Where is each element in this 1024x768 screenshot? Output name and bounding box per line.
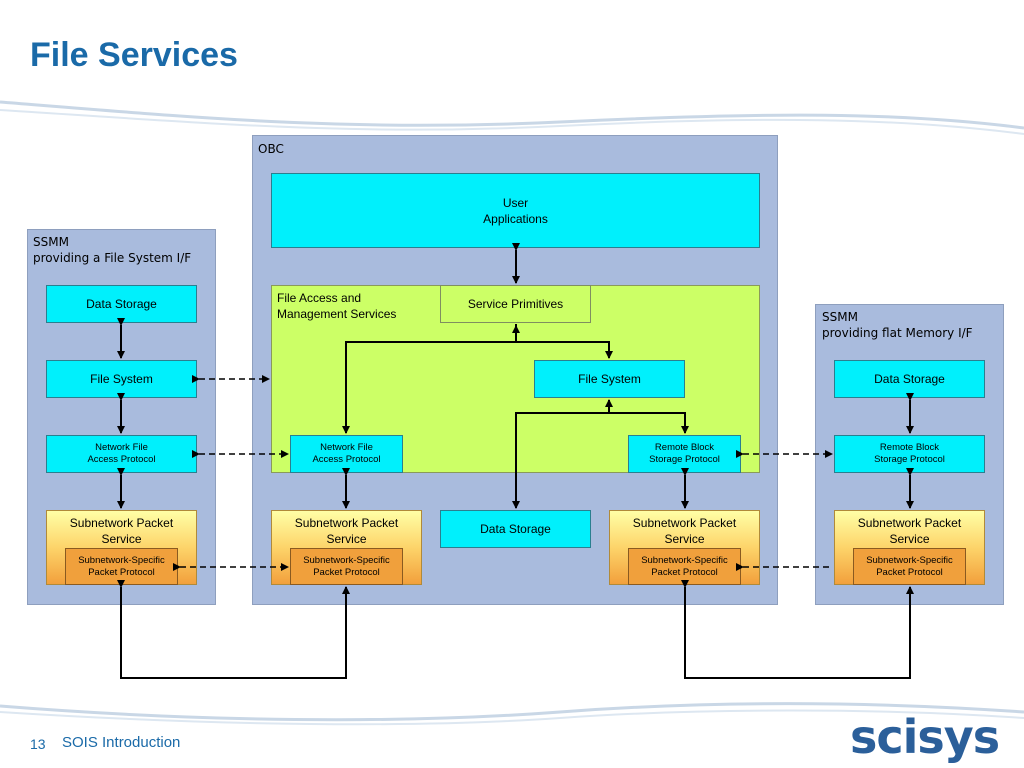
left-subnet-packet-service: Subnetwork Packet Service: [46, 510, 197, 585]
obc-subnet-label-2: Subnetwork Packet Service: [632, 516, 737, 546]
left-ssmm-label: SSMM providing a File System I/F: [33, 235, 192, 265]
right-subnet-label: Subnetwork Packet Service: [857, 516, 962, 546]
obc-subnet-specific-2: Subnetwork-Specific Packet Protocol: [628, 548, 741, 585]
primitives-to-network-file: [342, 324, 517, 434]
obc-network-file-box: Network File Access Protocol: [290, 435, 403, 473]
scisys-logo: scisys: [850, 710, 1000, 764]
obc-subnet-specific-1: Subnetwork-Specific Packet Protocol: [290, 548, 403, 585]
left-network-file-box: Network File Access Protocol: [46, 435, 197, 473]
right-physical-link: [681, 580, 914, 679]
left-subnet-specific: Subnetwork-Specific Packet Protocol: [65, 548, 178, 585]
page-number: 13: [30, 736, 46, 752]
file-access-management-label: File Access and Management Services: [277, 291, 397, 321]
right-remote-block-box: Remote Block Storage Protocol: [834, 435, 985, 473]
right-data-storage-box: Data Storage: [834, 360, 985, 398]
service-primitives-box: Service Primitives: [440, 285, 591, 323]
obc-file-system-box: File System: [534, 360, 685, 398]
left-file-system-box: File System: [46, 360, 197, 398]
fs-to-data-storage: [512, 412, 609, 509]
obc-data-storage-box: Data Storage: [440, 510, 591, 548]
right-ssmm-label: SSMM providing flat Memory I/F: [822, 310, 973, 340]
left-subnet-label: Subnetwork Packet Service: [69, 516, 174, 546]
slide-title: File Services: [30, 36, 238, 74]
primitives-to-file-system: [516, 341, 613, 359]
obc-label: OBC: [258, 142, 284, 156]
user-applications-box: User Applications: [271, 173, 760, 248]
left-data-storage-box: Data Storage: [46, 285, 197, 323]
right-subnet-specific: Subnetwork-Specific Packet Protocol: [853, 548, 966, 585]
fs-to-remote-block: [609, 412, 689, 434]
obc-subnet-label-1: Subnetwork Packet Service: [294, 516, 399, 546]
left-physical-link: [117, 580, 350, 679]
footer-text: SOIS Introduction: [62, 734, 181, 751]
